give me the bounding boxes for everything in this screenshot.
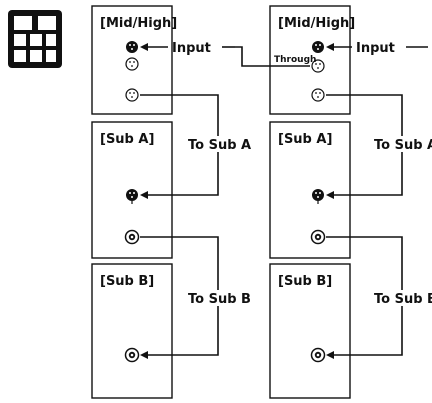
right-sub-b-speakon-input-icon bbox=[310, 347, 326, 363]
right-mid-high-title: [Mid/High] bbox=[278, 16, 355, 31]
left-input-label: Input bbox=[172, 41, 211, 56]
through-link-wire bbox=[235, 46, 310, 67]
left-mid-high-xlr-through-icon bbox=[125, 57, 139, 71]
left-sub-a-box: [Sub A] bbox=[91, 121, 173, 259]
right-to-sub-b-label: To Sub B bbox=[374, 292, 432, 307]
right-sub-a-speakon-output-icon bbox=[310, 229, 326, 245]
left-sub-a-speakon-output-icon bbox=[124, 229, 140, 245]
right-mid-high-box: [Mid/High] Through bbox=[269, 5, 355, 115]
left-input-wire: Input bbox=[140, 41, 235, 56]
right-to-sub-b-wire: To Sub B bbox=[326, 236, 432, 359]
left-to-sub-b-wire: To Sub B bbox=[140, 236, 252, 359]
left-to-sub-a-wire: To Sub A bbox=[140, 94, 252, 199]
right-to-sub-a-wire: To Sub A bbox=[326, 94, 432, 199]
right-mid-high-xlr-output-icon bbox=[311, 88, 325, 102]
left-sub-b-title: [Sub B] bbox=[100, 274, 154, 289]
left-to-sub-a-label: To Sub A bbox=[188, 138, 251, 153]
left-sub-a-xlr-input-icon bbox=[126, 189, 138, 204]
left-sub-b-speakon-input-icon bbox=[124, 347, 140, 363]
right-mid-high-xlr-through-icon bbox=[311, 59, 325, 73]
left-sub-a-title: [Sub A] bbox=[100, 132, 154, 147]
right-sub-a-xlr-input-icon bbox=[312, 189, 324, 204]
left-to-sub-b-label: To Sub B bbox=[188, 292, 251, 307]
right-input-wire: Input bbox=[326, 41, 428, 56]
left-mid-high-title: [Mid/High] bbox=[100, 16, 177, 31]
right-sub-b-box: [Sub B] bbox=[269, 263, 351, 399]
right-to-sub-a-label: To Sub A bbox=[374, 138, 432, 153]
right-through-label: Through bbox=[274, 55, 316, 65]
speaker-grid-icon bbox=[8, 10, 62, 68]
right-sub-b-title: [Sub B] bbox=[278, 274, 332, 289]
right-sub-a-title: [Sub A] bbox=[278, 132, 332, 147]
right-input-label: Input bbox=[356, 41, 395, 56]
right-mid-high-xlr-input-icon bbox=[312, 41, 324, 53]
left-mid-high-box: [Mid/High] bbox=[91, 5, 177, 115]
right-sub-a-box: [Sub A] bbox=[269, 121, 351, 259]
left-mid-high-xlr-output-icon bbox=[125, 88, 139, 102]
left-mid-high-xlr-input-icon bbox=[126, 41, 138, 53]
left-sub-b-box: [Sub B] bbox=[91, 263, 173, 399]
